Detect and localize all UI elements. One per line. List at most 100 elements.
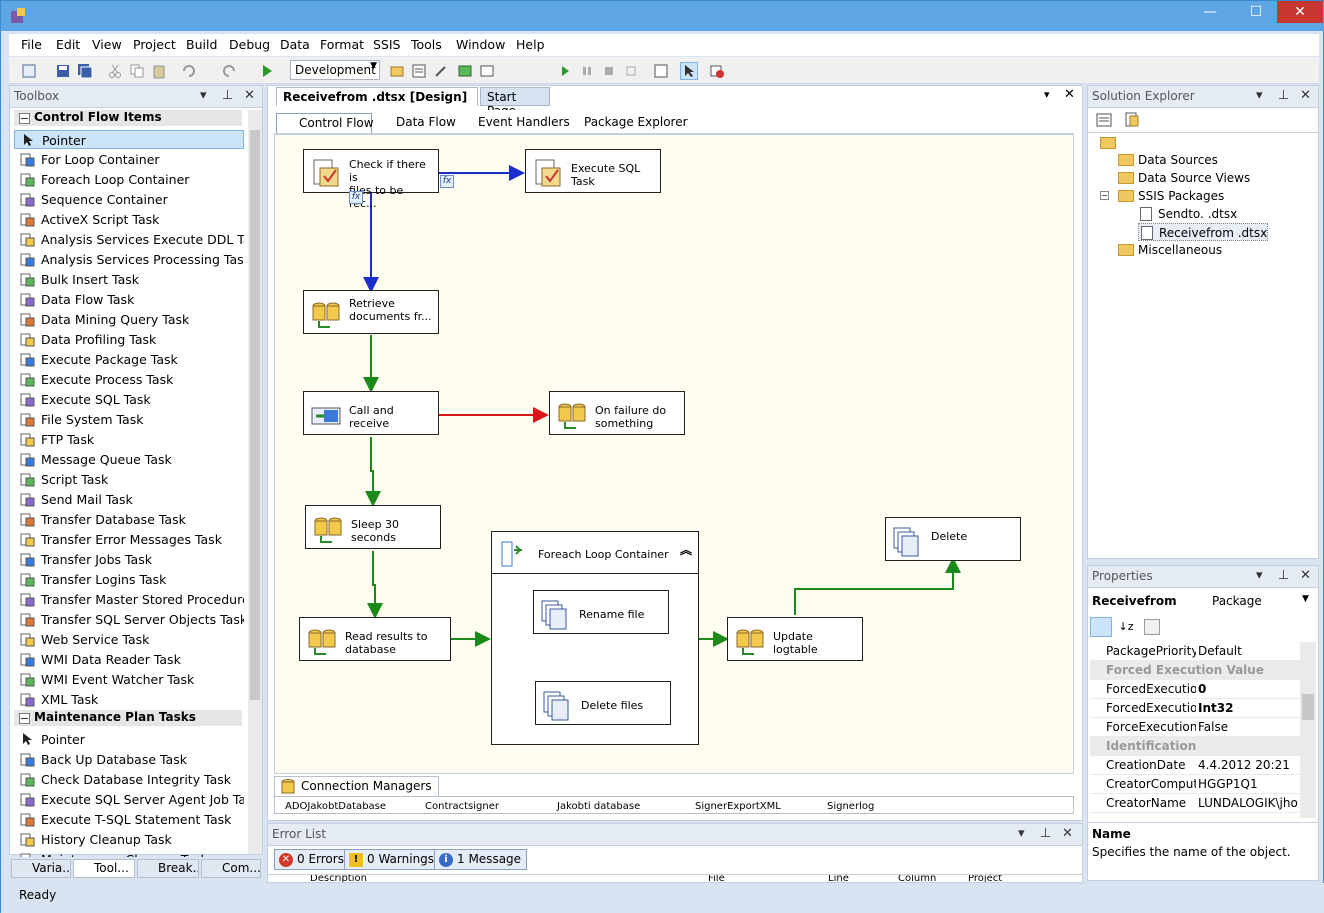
close-button[interactable]: ✕ (1277, 1, 1323, 23)
toolbox-item[interactable]: Send Mail Task (14, 490, 244, 509)
toolbox-item[interactable]: ActiveX Script Task (14, 210, 244, 229)
task-rename-file[interactable]: Rename file (533, 590, 669, 634)
menu-window[interactable]: Window (456, 37, 506, 52)
tab-command[interactable]: Com... (201, 859, 261, 878)
toolbox-item[interactable]: Pointer (14, 730, 244, 749)
breakpoints-icon[interactable] (653, 63, 669, 79)
toolbox-item[interactable]: WMI Data Reader Task (14, 650, 244, 669)
pin-icon[interactable]: ⊥ (1278, 88, 1290, 103)
doc-dropdown-icon[interactable]: ▾ (1044, 88, 1050, 101)
tree-miscellaneous[interactable]: Miscellaneous (1118, 241, 1222, 259)
pointer-mode-icon[interactable] (680, 62, 698, 80)
toolbox-item[interactable]: Execute SQL Server Agent Job Task (14, 790, 244, 809)
toolbox-item[interactable]: FTP Task (14, 430, 244, 449)
menu-help[interactable]: Help (516, 37, 545, 52)
close-icon[interactable]: ✕ (1300, 568, 1311, 583)
pause-icon[interactable] (579, 63, 595, 79)
redo-icon[interactable] (221, 63, 237, 79)
menu-debug[interactable]: Debug (229, 37, 271, 52)
property-value[interactable]: LUNDALOGIK\jho (1198, 796, 1298, 810)
warnings-filter-button[interactable]: !0 Warnings (344, 849, 441, 870)
toolbox-item[interactable]: Check Database Integrity Task (14, 770, 244, 789)
minimize-button[interactable]: — (1203, 4, 1217, 20)
column-column[interactable]: Column (898, 874, 937, 882)
toolbox-item[interactable]: Execute Process Task (14, 370, 244, 389)
paste-icon[interactable] (151, 63, 167, 79)
tab-connection-managers[interactable]: Connection Managers (274, 776, 439, 796)
toolbox-item[interactable]: Foreach Loop Container (14, 170, 244, 189)
collapse-icon[interactable]: ︽ (680, 543, 693, 557)
tab-toolbox[interactable]: Tool... (73, 859, 135, 878)
undo-icon[interactable] (181, 63, 197, 79)
menu-project[interactable]: Project (133, 37, 176, 52)
property-value[interactable]: Default (1198, 644, 1242, 658)
task-read-results[interactable]: Read results to database (299, 617, 451, 661)
toolbox-item[interactable]: Analysis Services Processing Task (14, 250, 244, 269)
toolbox-item[interactable]: Transfer Error Messages Task (14, 530, 244, 549)
tools-icon[interactable] (433, 63, 449, 79)
object-selector[interactable]: Receivefrom Package ▼ (1090, 592, 1314, 612)
task-update-logtable[interactable]: Update logtable (727, 617, 863, 661)
new-project-icon[interactable] (21, 63, 37, 79)
connection-item[interactable]: Contractsigner (425, 801, 499, 812)
toolbox-item[interactable]: Transfer Logins Task (14, 570, 244, 589)
toolbox-item[interactable]: Data Mining Query Task (14, 310, 244, 329)
close-icon[interactable]: ✕ (1300, 88, 1311, 103)
property-row[interactable]: PackagePriorityCDefault (1090, 642, 1300, 661)
menu-build[interactable]: Build (186, 37, 218, 52)
toolbox-item[interactable]: Execute T-SQL Statement Task (14, 810, 244, 829)
toolbox-item[interactable]: Transfer SQL Server Objects Task (14, 610, 244, 629)
errors-filter-button[interactable]: ✕0 Errors (274, 849, 350, 870)
connection-item[interactable]: Signerlog (827, 801, 875, 812)
properties-icon[interactable] (1096, 112, 1112, 128)
tab-event-handlers[interactable]: Event Handlers (478, 115, 570, 129)
task-check-files[interactable]: Check if there is files to be rec... (303, 149, 439, 210)
property-category[interactable]: Identification (1090, 737, 1300, 756)
toolbox-item[interactable]: Transfer Master Stored Procedures T... (14, 590, 244, 609)
task-delete[interactable]: Delete (885, 517, 1021, 561)
configuration-combo[interactable]: Development▼ (290, 60, 380, 80)
tab-receive-package[interactable]: Receivefrom .dtsx [Design] (276, 87, 478, 106)
toolbox-scrollbar[interactable] (248, 110, 262, 854)
toolbox-item[interactable]: Message Queue Task (14, 450, 244, 469)
close-icon[interactable]: ✕ (244, 88, 255, 103)
toolbox-item[interactable]: Transfer Database Task (14, 510, 244, 529)
start-debug-icon[interactable] (259, 63, 275, 79)
connection-item[interactable]: Jakobti database (557, 801, 641, 812)
connection-item[interactable]: SignerExportXML (695, 801, 781, 812)
task-on-failure[interactable]: On failure do something (549, 391, 685, 435)
task-call-and-receive[interactable]: Call and receive (303, 391, 439, 435)
properties-scrollbar[interactable] (1300, 642, 1316, 818)
tab-start-page[interactable]: Start Page (480, 87, 550, 118)
toolbox-item[interactable]: Back Up Database Task (14, 750, 244, 769)
toolbox-item[interactable]: File System Task (14, 410, 244, 429)
tree-project-root[interactable] (1100, 134, 1120, 152)
collapse-icon[interactable]: − (1100, 191, 1109, 200)
menu-ssis[interactable]: SSIS (373, 37, 401, 52)
tree-ssis-packages[interactable]: −SSIS Packages (1100, 189, 1225, 203)
copy-icon[interactable] (129, 63, 145, 79)
tree-package-sendto[interactable]: Sendto. .dtsx (1138, 205, 1237, 223)
stop-icon[interactable] (601, 63, 617, 79)
dropdown-icon[interactable]: ▾ (1018, 826, 1025, 841)
task-execute-sql[interactable]: Execute SQL Task (525, 149, 661, 193)
toolbox-item[interactable]: Pointer (14, 130, 244, 149)
column-file[interactable]: File (708, 874, 725, 882)
tree-data-sources[interactable]: Data Sources (1118, 151, 1218, 169)
toolbox-group-header[interactable]: Maintenance Plan Tasks (14, 710, 242, 726)
property-value[interactable]: Int32 (1198, 701, 1234, 715)
restart-icon[interactable] (623, 63, 639, 79)
task-delete-files[interactable]: Delete files (535, 681, 671, 725)
find-icon[interactable] (389, 63, 405, 79)
pin-icon[interactable]: ⊥ (1278, 568, 1290, 583)
property-value[interactable]: 4.4.2012 20:21 (1198, 758, 1290, 772)
tab-data-flow[interactable]: Data Flow (396, 115, 456, 129)
alphabetical-icon[interactable]: ↓z (1118, 620, 1134, 633)
menu-data[interactable]: Data (280, 37, 310, 52)
